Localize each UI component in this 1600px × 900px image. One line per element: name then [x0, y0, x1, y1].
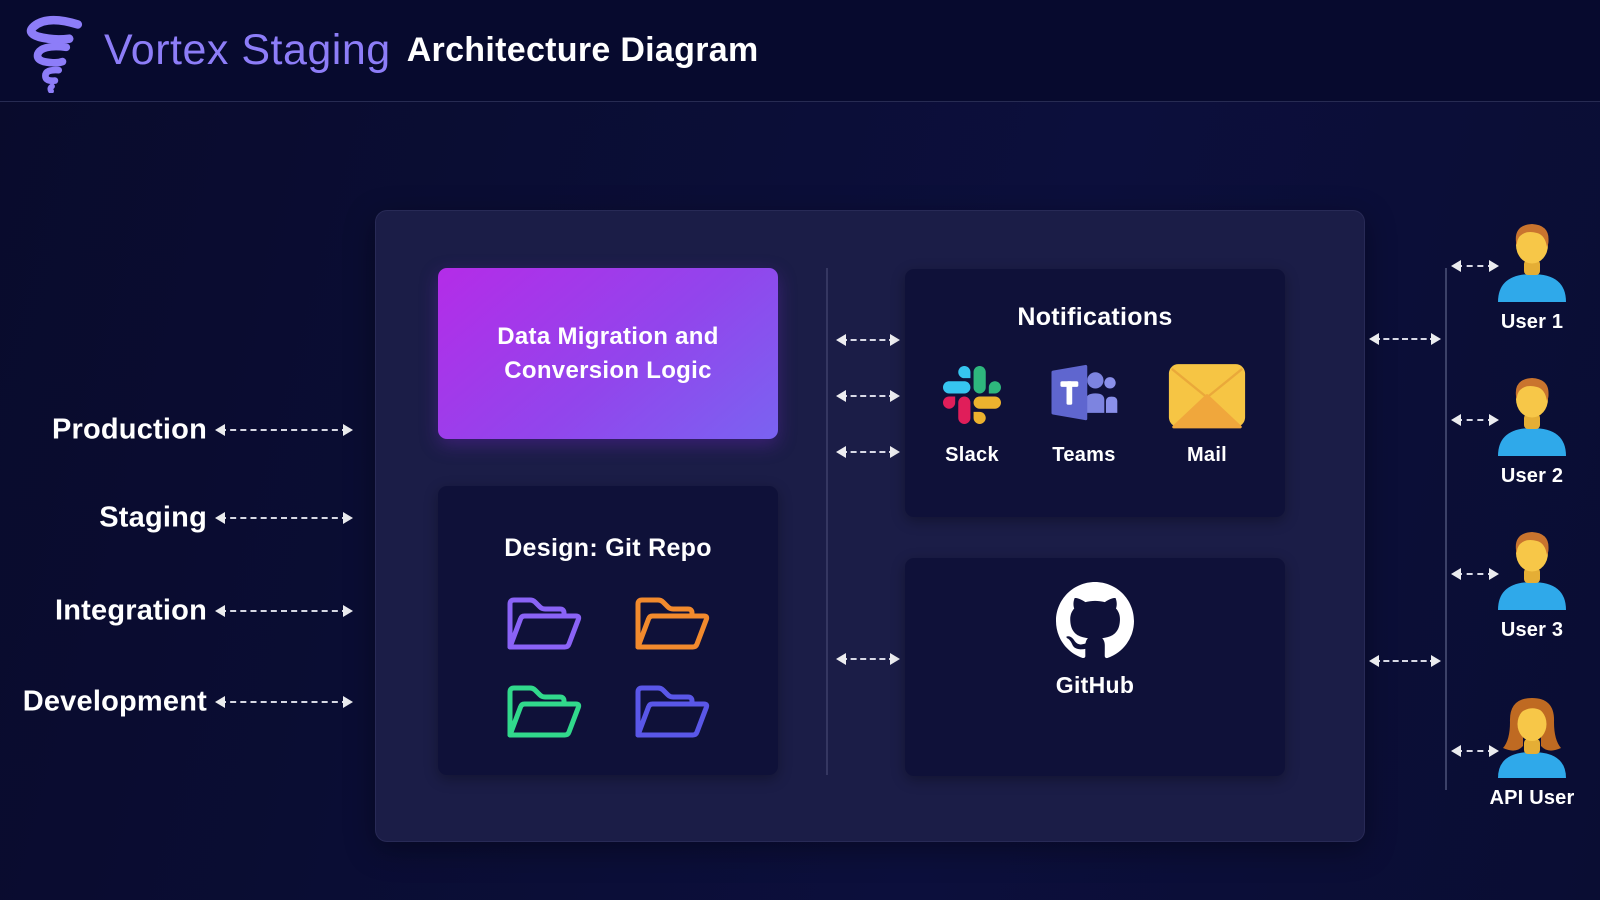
- dashed-arrow: [836, 390, 900, 402]
- api-user: API User: [1480, 694, 1584, 810]
- folder-grid: [498, 591, 718, 745]
- env-label: Production: [51, 413, 207, 446]
- env-label: Development: [22, 685, 207, 718]
- service-label: Mail: [1186, 444, 1228, 466]
- github-icon: [1056, 582, 1134, 659]
- dashed-arrow: [836, 334, 900, 346]
- github-label: GitHub: [1055, 672, 1135, 698]
- male-user-avatar: [1498, 378, 1566, 456]
- env-row-development: Development: [7, 684, 353, 720]
- dashed-arrow: [836, 446, 900, 458]
- user-3: User 3: [1480, 526, 1584, 642]
- vortex-logo-icon: [26, 15, 83, 93]
- teams-icon: [1051, 364, 1118, 421]
- user-label: User 3: [1500, 619, 1564, 641]
- dashed-arrow: [1451, 568, 1499, 580]
- panel-divider-line: [826, 268, 828, 775]
- data-migration-label: Data Migration and Conversion Logic: [497, 323, 719, 384]
- male-user-avatar: [1498, 532, 1566, 610]
- env-row-staging: Staging: [7, 500, 353, 536]
- folder-icon: [507, 597, 582, 650]
- male-user-avatar: [1498, 224, 1566, 302]
- folder-icon: [507, 685, 582, 738]
- notifications-box: Notifications Slack: [905, 269, 1285, 517]
- env-label: Integration: [54, 594, 207, 627]
- env-row-integration: Integration: [7, 593, 353, 629]
- github-box: GitHub: [905, 558, 1285, 776]
- dashed-arrow: [1451, 414, 1499, 426]
- notification-services: Slack Teams: [943, 358, 1247, 467]
- page-title: Architecture Diagram: [406, 31, 759, 69]
- dashed-arrow: [215, 605, 353, 617]
- user-label: User 1: [1500, 311, 1564, 333]
- folder-icon: [635, 597, 710, 650]
- dashed-arrow: [836, 653, 900, 665]
- user-2: User 2: [1480, 372, 1584, 488]
- dashed-arrow: [1369, 333, 1441, 345]
- user-label: User 2: [1500, 465, 1564, 487]
- dashed-arrow: [1451, 260, 1499, 272]
- notifications-title: Notifications: [1017, 303, 1173, 331]
- git-repo-box: Design: Git Repo: [438, 486, 778, 775]
- service-label: Slack: [945, 444, 999, 466]
- mail-icon: [1168, 363, 1246, 428]
- user-label: API User: [1489, 787, 1575, 809]
- service-mail: Mail: [1167, 358, 1247, 467]
- service-slack: Slack: [943, 358, 1001, 467]
- env-row-production: Production: [7, 412, 353, 448]
- dashed-arrow: [215, 424, 353, 436]
- dashed-arrow: [1369, 655, 1441, 667]
- service-teams: Teams: [1045, 358, 1123, 467]
- female-user-avatar: [1498, 698, 1566, 778]
- service-label: Teams: [1052, 444, 1116, 466]
- git-repo-title: Design: Git Repo: [504, 534, 712, 562]
- slack-icon: [943, 366, 1001, 424]
- folder-icon: [635, 685, 710, 738]
- dashed-arrow: [215, 512, 353, 524]
- users-connector-line: [1445, 268, 1447, 790]
- dashed-arrow: [1451, 745, 1499, 757]
- env-label: Staging: [99, 501, 207, 534]
- brand-name: Vortex Staging: [104, 26, 391, 74]
- app-header: Vortex Staging Architecture Diagram: [0, 0, 1600, 102]
- user-1: User 1: [1480, 218, 1584, 334]
- dashed-arrow: [215, 696, 353, 708]
- data-migration-box: Data Migration and Conversion Logic: [438, 268, 778, 439]
